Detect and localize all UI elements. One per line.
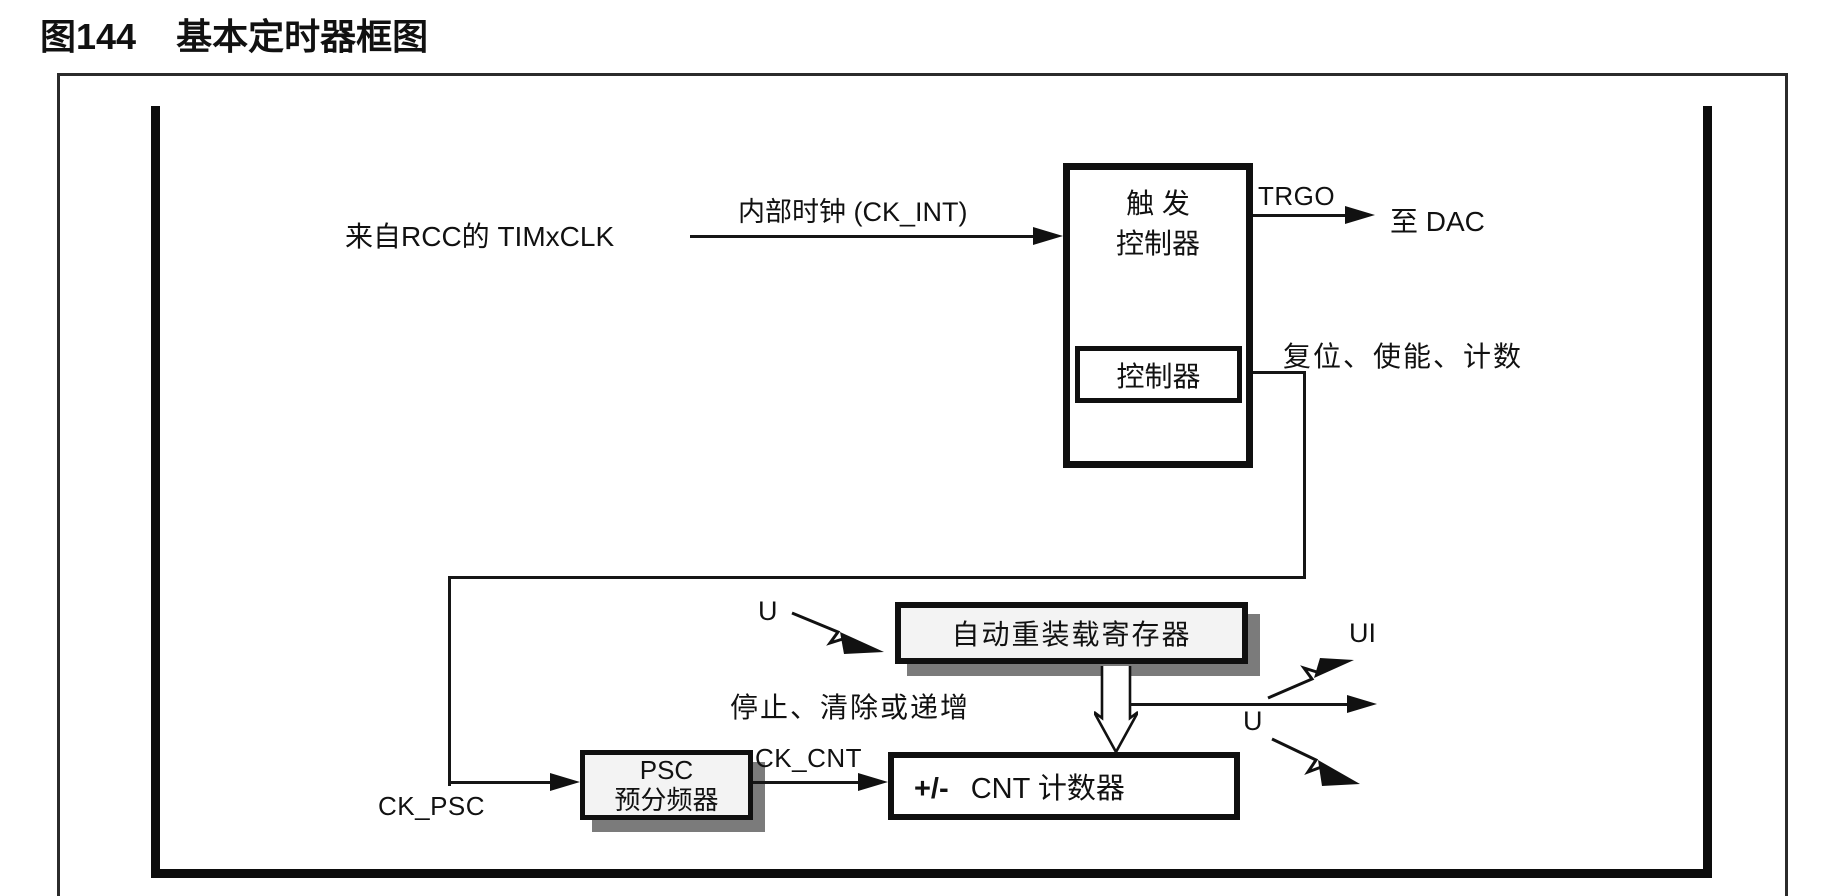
reset-enable-count-label: 复位、使能、计数	[1283, 341, 1524, 372]
left-rail	[151, 106, 160, 878]
trigger-controller-line1: 触 发	[1126, 188, 1190, 219]
ck-int-arrowhead-icon	[1033, 227, 1063, 245]
ck-psc-label: CK_PSC	[378, 791, 486, 821]
counter-label: CNT 计数器	[970, 773, 1125, 805]
controller-block-label: 控制器	[1116, 360, 1201, 392]
ck-psc-arrowhead-icon	[550, 773, 580, 791]
controller-block: 控制器	[1075, 346, 1242, 403]
ck-int-line	[690, 235, 1035, 238]
ck-cnt-line	[753, 781, 860, 784]
route-seg-4	[448, 576, 451, 786]
update-event-zigzag-icon	[791, 611, 884, 654]
figure-title: 基本定时器框图	[176, 16, 429, 57]
prescaler-line2: 预分频器	[614, 785, 719, 815]
route-seg-1	[1253, 371, 1306, 374]
auto-reload-register-block: 自动重装载寄存器	[895, 602, 1248, 664]
update-interrupt-label: UI	[1349, 618, 1376, 648]
update-out-line	[1130, 703, 1347, 706]
route-seg-2	[1303, 371, 1306, 579]
auto-reload-register-label: 自动重装载寄存器	[951, 619, 1192, 650]
diagram-outer-frame	[57, 73, 1788, 896]
timxclk-input-label: 来自RCC的 TIMxCLK	[345, 221, 615, 252]
figure-number: 图144	[40, 16, 137, 57]
update-out-arrowhead-icon	[1347, 695, 1377, 713]
preload-hollow-arrow-icon	[1094, 666, 1138, 754]
ck-cnt-arrowhead-icon	[858, 773, 888, 791]
update-interrupt-zigzag-icon	[1267, 658, 1354, 700]
bottom-rail	[151, 869, 1712, 878]
stop-clear-increment-label: 停止、清除或递增	[730, 692, 971, 723]
trgo-line	[1253, 214, 1347, 217]
update-event-out-zigzag-icon	[1271, 737, 1360, 786]
trgo-label: TRGO	[1258, 181, 1336, 211]
update-event-arr-label: U	[758, 596, 778, 626]
update-event-label: U	[1243, 706, 1263, 736]
prescaler-block: PSC 预分频器	[580, 750, 753, 820]
counter-block: +/- CNT 计数器	[888, 752, 1240, 820]
counter-sign: +/-	[914, 773, 949, 805]
trigger-controller-block: 触 发 控制器	[1063, 163, 1253, 468]
trigger-controller-line2: 控制器	[1115, 228, 1200, 259]
route-seg-5	[448, 781, 550, 784]
route-seg-3	[448, 576, 1306, 579]
to-dac-label: 至 DAC	[1390, 206, 1485, 237]
figure-caption: 图144 基本定时器框图	[40, 8, 428, 60]
prescaler-line1: PSC	[639, 755, 694, 785]
trgo-arrowhead-icon	[1345, 206, 1375, 224]
right-rail	[1703, 106, 1712, 878]
ck-cnt-label: CK_CNT	[755, 743, 863, 773]
internal-clock-label: 内部时钟 (CK_INT)	[738, 197, 968, 227]
